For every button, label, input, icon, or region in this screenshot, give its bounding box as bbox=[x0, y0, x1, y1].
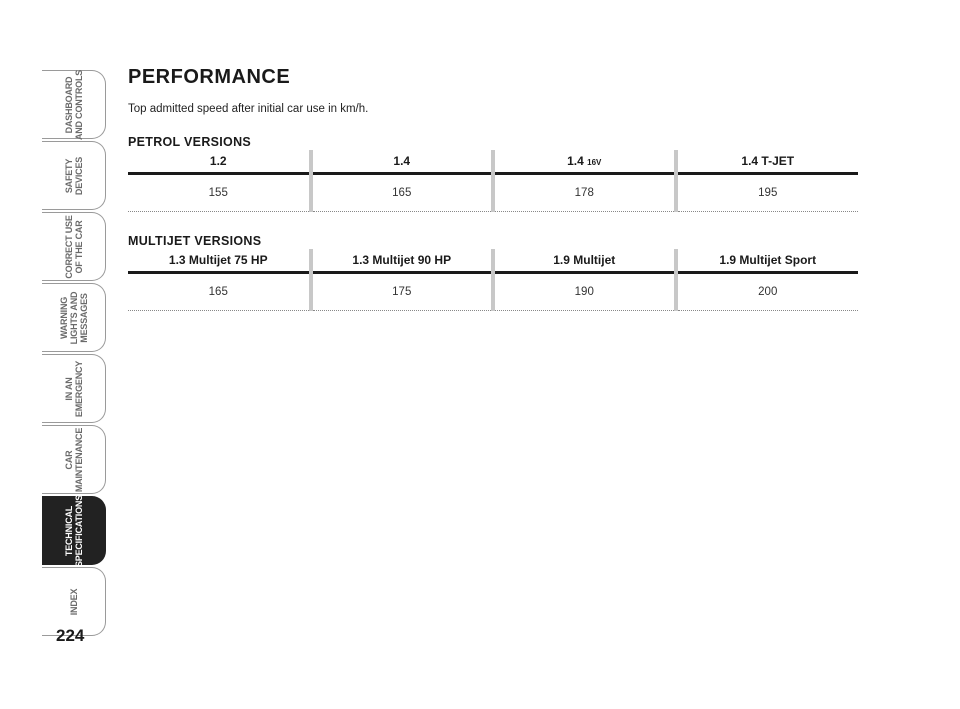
tab-warning-lights[interactable]: WARNING LIGHTS AND MESSAGES bbox=[42, 283, 106, 352]
column-header: 1.9 Multijet bbox=[491, 249, 676, 274]
tab-technical-specifications[interactable]: TECHNICAL SPECIFICATIONS bbox=[42, 494, 106, 567]
table-header-row: 1.3 Multijet 75 HP 1.3 Multijet 90 HP 1.… bbox=[128, 249, 858, 274]
table-cell: 195 bbox=[673, 173, 858, 212]
multijet-table: 1.3 Multijet 75 HP 1.3 Multijet 90 HP 1.… bbox=[128, 249, 858, 311]
table-cell: 155 bbox=[128, 173, 311, 212]
multijet-heading: MULTIJET VERSIONS bbox=[128, 234, 262, 248]
petrol-table: 1.2 1.4 1.4 16V 1.4 T-JET 155 165 178 19… bbox=[128, 150, 858, 212]
column-header: 1.4 bbox=[308, 150, 493, 175]
column-header: 1.9 Multijet Sport bbox=[673, 249, 858, 274]
tab-correct-use[interactable]: CORRECT USE OF THE CAR bbox=[42, 212, 106, 281]
table-cell: 178 bbox=[491, 173, 676, 212]
tab-label: WARNING LIGHTS AND MESSAGES bbox=[58, 291, 89, 344]
table-cell: 165 bbox=[308, 173, 493, 212]
table-cell: 175 bbox=[308, 272, 493, 311]
page-number: 224 bbox=[56, 626, 85, 645]
tab-label: IN AN EMERGENCY bbox=[63, 360, 84, 417]
column-header: 1.3 Multijet 75 HP bbox=[128, 249, 311, 274]
tab-label: DASHBOARD AND CONTROLS bbox=[63, 69, 84, 140]
tab-dashboard-and-controls[interactable]: DASHBOARD AND CONTROLS bbox=[42, 69, 106, 140]
column-header: 1.4 T-JET bbox=[673, 150, 858, 175]
tab-safety-devices[interactable]: SAFETY DEVICES bbox=[42, 141, 106, 210]
column-header-suffix: 16V bbox=[587, 158, 602, 167]
column-header: 1.2 bbox=[128, 150, 311, 175]
table-cell: 190 bbox=[491, 272, 676, 311]
table-cell: 200 bbox=[673, 272, 858, 311]
tab-label: SAFETY DEVICES bbox=[63, 156, 84, 195]
column-header: 1.4 16V bbox=[491, 150, 676, 175]
table-row: 165 175 190 200 bbox=[128, 272, 858, 311]
tab-label: INDEX bbox=[68, 588, 79, 615]
tab-label: TECHNICAL SPECIFICATIONS bbox=[63, 494, 84, 567]
table-row: 155 165 178 195 bbox=[128, 173, 858, 212]
tab-label: CORRECT USE OF THE CAR bbox=[63, 214, 84, 279]
column-header-text: 1.4 bbox=[567, 154, 584, 168]
main-content: PERFORMANCE Top admitted speed after ini… bbox=[128, 66, 858, 311]
column-header: 1.3 Multijet 90 HP bbox=[308, 249, 493, 274]
tab-car-maintenance[interactable]: CAR MAINTENANCE bbox=[42, 425, 106, 494]
intro-text: Top admitted speed after initial car use… bbox=[128, 103, 369, 115]
chapter-tabs: DASHBOARD AND CONTROLS SAFETY DEVICES CO… bbox=[42, 69, 106, 638]
tab-index[interactable]: INDEX bbox=[42, 567, 106, 636]
tab-label: CAR MAINTENANCE bbox=[63, 427, 84, 492]
petrol-heading: PETROL VERSIONS bbox=[128, 135, 252, 149]
tab-in-an-emergency[interactable]: IN AN EMERGENCY bbox=[42, 354, 106, 423]
page-title: PERFORMANCE bbox=[128, 66, 291, 88]
table-cell: 165 bbox=[128, 272, 311, 311]
table-header-row: 1.2 1.4 1.4 16V 1.4 T-JET bbox=[128, 150, 858, 175]
